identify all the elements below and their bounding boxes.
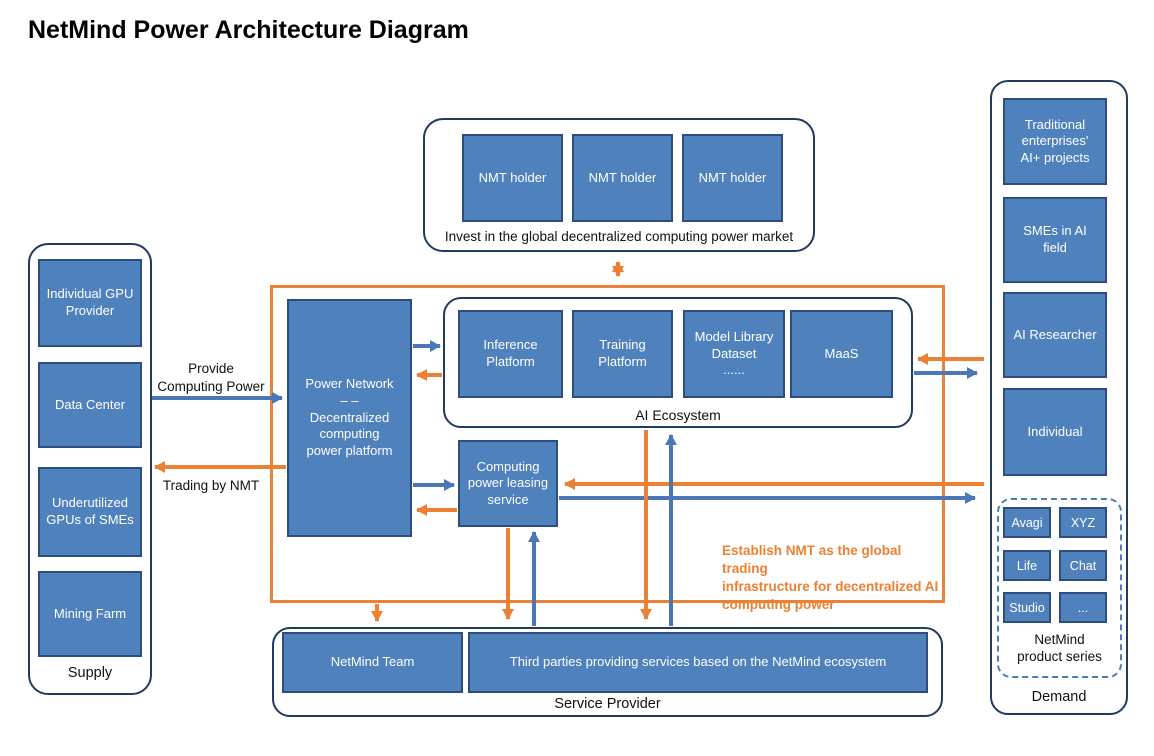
product-box-avagi: Avagi xyxy=(1003,507,1051,538)
product-box-xyz: XYZ xyxy=(1059,507,1107,538)
product-box-studio: Studio xyxy=(1003,592,1051,623)
demand-box-ai-researcher: AI Researcher xyxy=(1003,292,1107,378)
supply-box-data-center: Data Center xyxy=(38,362,142,448)
product-series-label: NetMind product series xyxy=(1017,632,1102,665)
ai-ecosystem-label: AI Ecosystem xyxy=(635,407,721,423)
establish-nmt-note: Establish NMT as the global trading infr… xyxy=(722,543,939,613)
ai-box-inference-platform: Inference Platform xyxy=(458,310,563,398)
nmt-holder-box-3: NMT holder xyxy=(682,134,783,222)
demand-group: Traditional enterprises' AI+ projects SM… xyxy=(990,80,1128,715)
product-box-more: ... xyxy=(1059,592,1107,623)
power-network-box: Power Network – – Decentralized computin… xyxy=(287,299,412,537)
demand-label: Demand xyxy=(1031,689,1087,705)
trading-by-nmt-label: Trading by NMT xyxy=(162,478,260,493)
supply-box-mining-farm: Mining Farm xyxy=(38,571,142,657)
nmt-trading-frame xyxy=(270,285,945,603)
leasing-service-box: Computing power leasing service xyxy=(458,440,558,527)
nmt-holder-box-1: NMT holder xyxy=(462,134,563,222)
invest-group: NMT holder NMT holder NMT holder Invest … xyxy=(423,118,815,252)
supply-box-individual-gpu-provider: Individual GPU Provider xyxy=(38,259,142,347)
product-box-life: Life xyxy=(1003,550,1051,581)
nmt-holder-box-2: NMT holder xyxy=(572,134,673,222)
invest-caption: Invest in the global decentralized compu… xyxy=(444,229,794,244)
supply-label: Supply xyxy=(67,665,113,681)
sp-box-third-parties: Third parties providing services based o… xyxy=(468,632,928,693)
supply-box-underutilized-gpus: Underutilized GPUs of SMEs xyxy=(38,467,142,557)
product-box-chat: Chat xyxy=(1059,550,1107,581)
sp-box-netmind-team: NetMind Team xyxy=(282,632,463,693)
ai-box-model-library: Model Library Dataset ...... xyxy=(683,310,785,398)
supply-group: Individual GPU Provider Data Center Unde… xyxy=(28,243,152,695)
demand-box-traditional-enterprises: Traditional enterprises' AI+ projects xyxy=(1003,98,1107,185)
ai-ecosystem-group: Inference Platform Training Platform Mod… xyxy=(443,297,913,428)
demand-box-smes-in-ai: SMEs in AI field xyxy=(1003,197,1107,283)
demand-box-individual: Individual xyxy=(1003,388,1107,476)
service-provider-group: NetMind Team Third parties providing ser… xyxy=(272,627,943,717)
ai-box-maas: MaaS xyxy=(790,310,893,398)
provide-computing-power-label: Provide Computing Power xyxy=(157,361,265,394)
ai-box-training-platform: Training Platform xyxy=(572,310,673,398)
diagram-title: NetMind Power Architecture Diagram xyxy=(28,16,469,44)
netmind-product-series-group: Avagi XYZ Life Chat Studio ... NetMind p… xyxy=(997,498,1122,678)
service-provider-label: Service Provider xyxy=(554,696,661,712)
